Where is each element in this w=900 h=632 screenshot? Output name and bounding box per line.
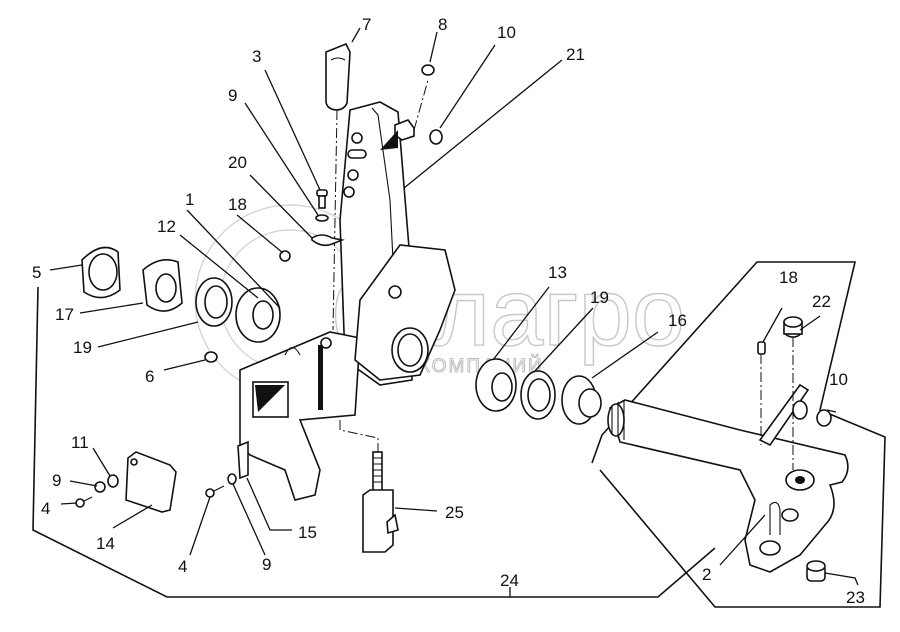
callout-14: 14 [96,534,115,553]
callout-11: 11 [71,433,89,452]
callout-10-top: 10 [497,23,516,42]
seal-sleeve-17 [142,259,183,312]
callout-12: 12 [157,217,176,236]
callout-labels: 7 8 10 21 3 9 20 1 18 12 5 17 19 6 13 19… [32,15,865,607]
washer-8 [421,64,435,76]
callout-22: 22 [812,292,831,311]
seal-sleeve-16 [561,375,602,425]
shaft-housing-2 [607,383,849,573]
callout-19-left: 19 [73,338,92,357]
callout-16: 16 [668,311,687,330]
callout-25: 25 [445,503,464,522]
callout-18-right: 18 [779,268,798,287]
bearing-housing [354,244,456,381]
callout-5: 5 [32,263,41,282]
callout-20: 20 [228,153,247,172]
screw-4-middle [205,485,225,498]
bracket-15 [237,440,249,480]
callout-21: 21 [566,45,585,64]
axis-25 [339,420,379,452]
callout-4-middle: 4 [178,557,187,576]
main-bracket [239,331,361,501]
assembly-frame-right [591,261,886,608]
cap-22 [783,316,803,338]
callout-9-middle: 9 [262,555,271,574]
washer-9-top [315,214,329,222]
callout-17: 17 [55,305,74,324]
nut-10-top [429,129,443,145]
callout-9-left: 9 [52,471,61,490]
nut-11 [107,474,119,488]
lever-knob [325,42,351,331]
callout-23: 23 [846,588,865,607]
screw-4-left [75,496,93,508]
nut-6 [204,351,218,363]
cover-plate-14 [125,451,177,513]
callout-10-right: 10 [829,370,848,389]
callout-9-top: 9 [228,86,237,105]
bushing-13 [475,358,517,412]
bearing-19-left [195,277,233,327]
axis-8 [413,79,429,131]
callout-6: 6 [145,367,154,386]
callout-8: 8 [438,15,447,34]
cap-23 [806,560,826,582]
clip-20 [311,234,345,247]
callout-2: 2 [702,565,711,584]
callout-19-right: 19 [590,288,609,307]
bushing-12 [235,287,281,343]
callout-24: 24 [500,571,519,590]
bolt-3 [316,189,328,209]
callout-15: 15 [298,523,317,542]
threaded-nut-5 [81,246,121,299]
callout-18-left: 18 [228,195,247,214]
callout-1: 1 [185,190,194,209]
callout-13: 13 [548,263,567,282]
assembly-frame-left [32,286,716,598]
threaded-rod-block-25 [362,451,399,553]
grease-nipple-18-right [757,341,766,355]
callout-7: 7 [362,15,371,34]
bearing-19-right [520,370,556,420]
grease-nipple-18-left [279,250,291,262]
leader-lines [49,27,859,586]
washer-9-middle [227,473,237,485]
nut-10-right [816,409,832,427]
washer-9-left [94,481,106,493]
callout-3: 3 [252,47,261,66]
callout-4-left: 4 [41,499,50,518]
